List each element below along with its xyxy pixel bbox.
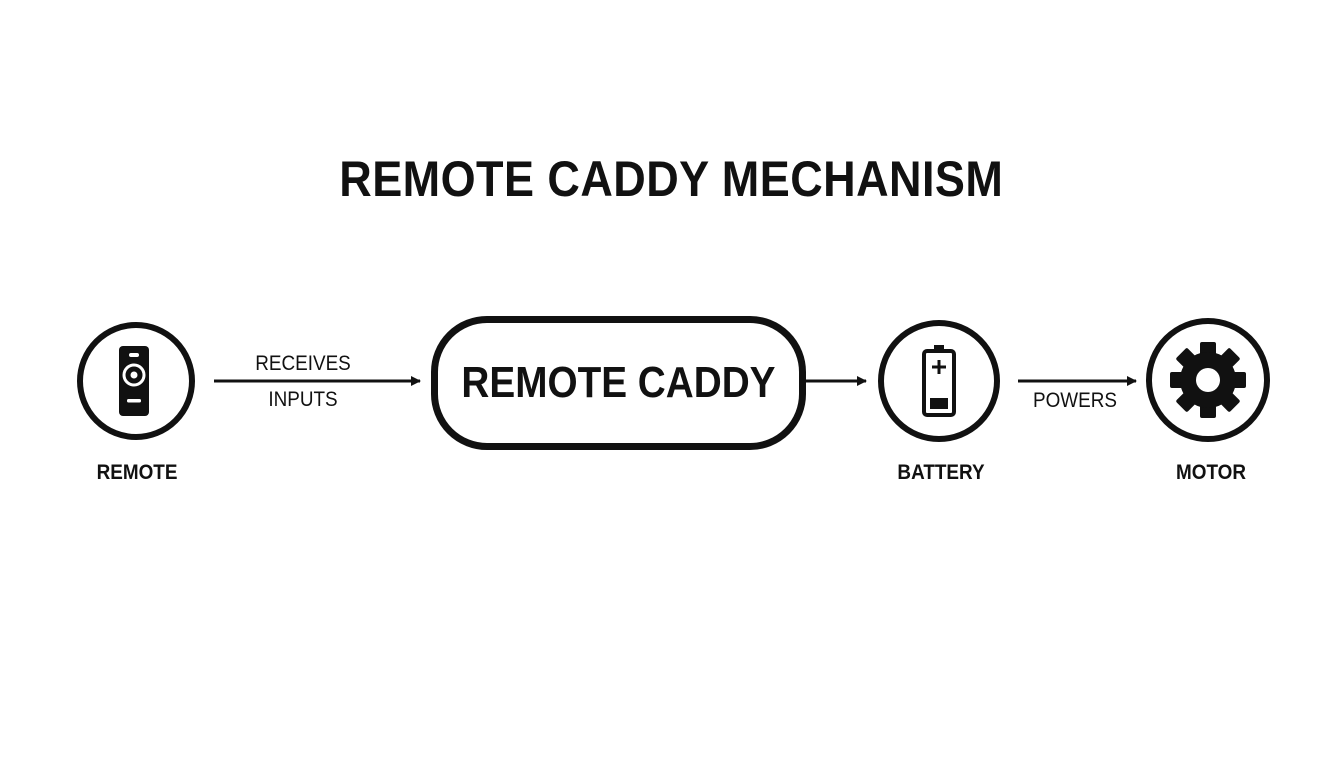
motor-node bbox=[1146, 318, 1270, 442]
battery-node bbox=[878, 320, 1000, 442]
edge-label-receives: RECEIVES INPUTS bbox=[245, 346, 362, 418]
remote-caddy-label: REMOTE CADDY bbox=[461, 358, 776, 407]
edge-label-receives-line1: RECEIVES bbox=[255, 352, 351, 375]
edge-label-receives-line2: INPUTS bbox=[268, 388, 338, 411]
diagram-title: REMOTE CADDY MECHANISM bbox=[339, 151, 1004, 207]
motor-label: MOTOR bbox=[1175, 461, 1247, 484]
edge-label-powers: POWERS bbox=[1032, 389, 1118, 412]
remote-control-icon bbox=[119, 346, 149, 416]
gear-icon bbox=[1170, 342, 1246, 418]
battery-icon bbox=[922, 345, 956, 417]
remote-label: REMOTE bbox=[96, 461, 178, 484]
remote-caddy-node: REMOTE CADDY bbox=[431, 316, 806, 450]
battery-label: BATTERY bbox=[897, 461, 985, 484]
remote-node bbox=[77, 322, 195, 440]
